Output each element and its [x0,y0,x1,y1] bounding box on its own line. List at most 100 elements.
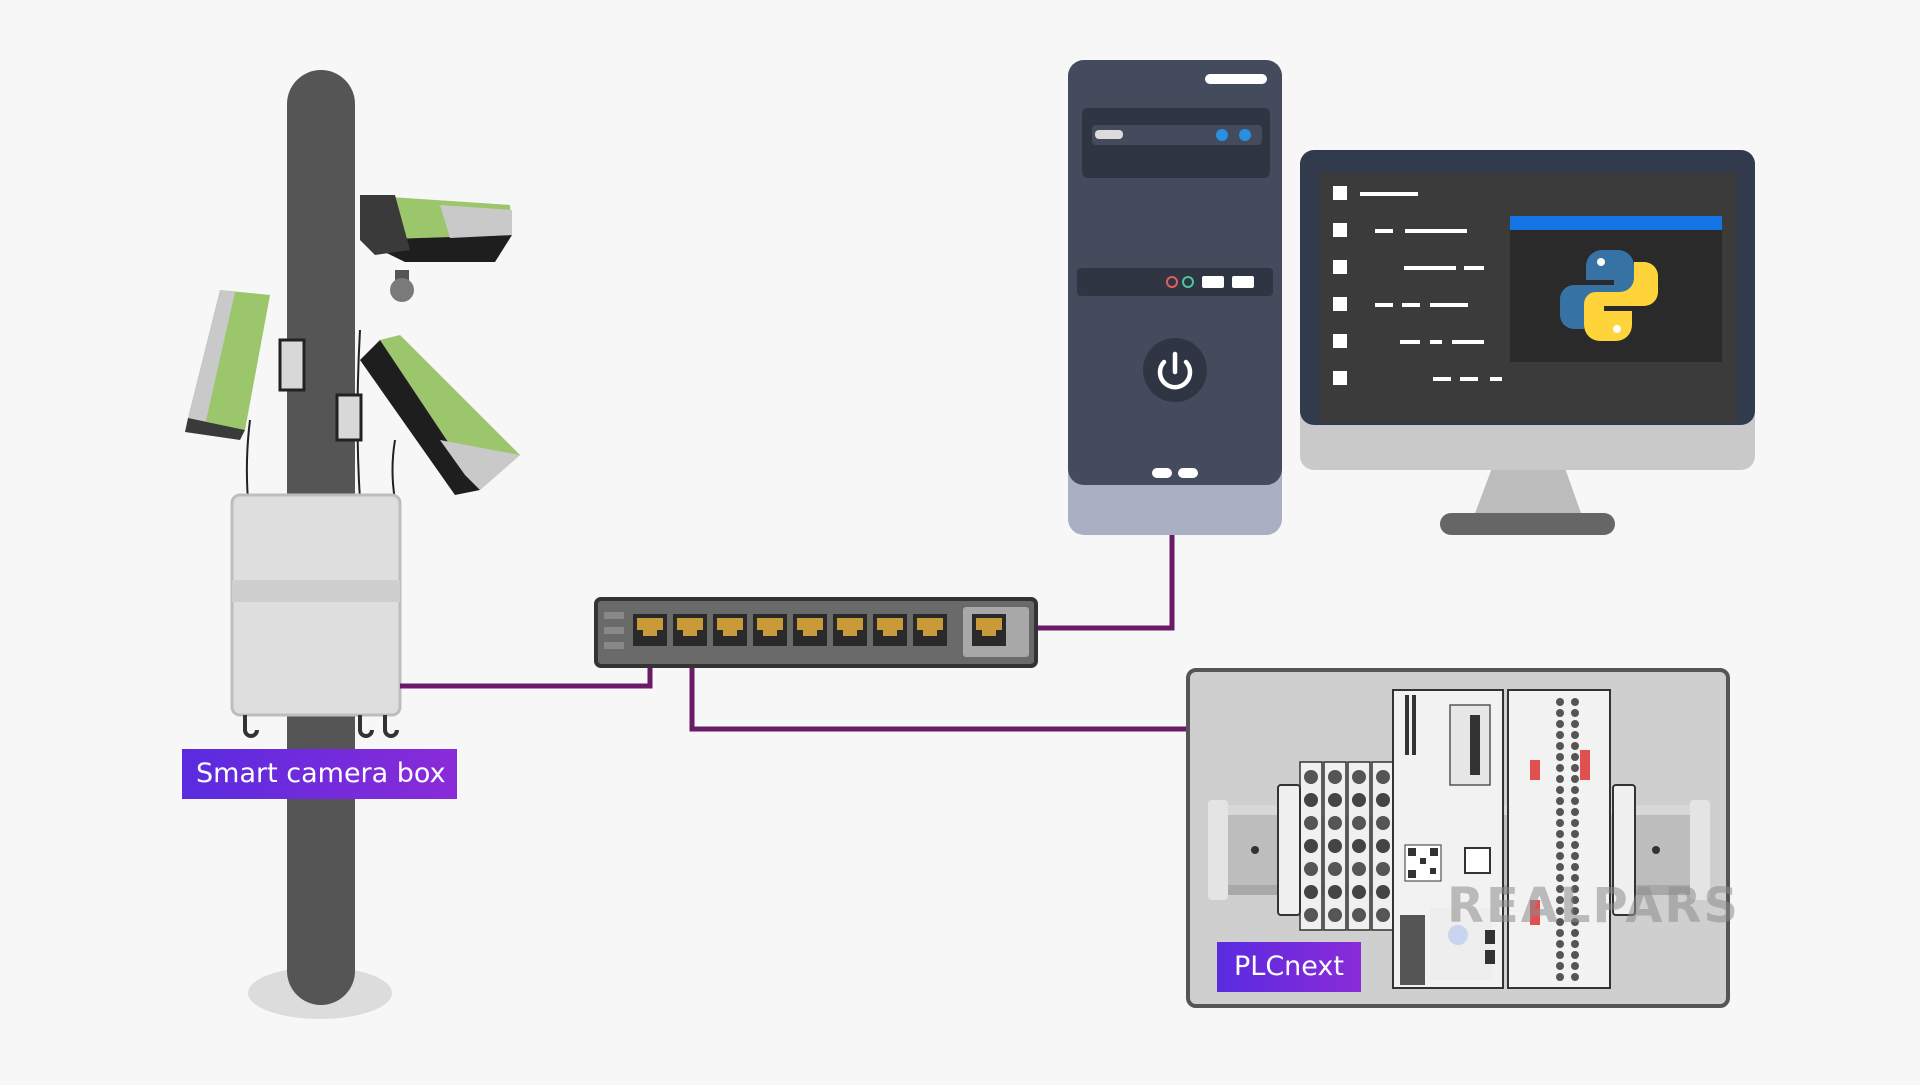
code-line [1400,340,1420,344]
code-line [1433,377,1451,381]
io-led [1571,731,1579,739]
code-line-marker [1333,186,1347,200]
code-line-marker [1333,371,1347,385]
io-led [1556,830,1564,838]
code-line [1430,303,1468,307]
code-editor-lines [1333,186,1502,385]
plcnext-label: PLCnext [1234,951,1344,982]
switch-port[interactable] [753,614,787,646]
io-led [1556,940,1564,948]
io-led [1571,962,1579,970]
io-led [1571,918,1579,926]
switch-port[interactable] [833,614,867,646]
io-led [1571,830,1579,838]
io-led [1571,753,1579,761]
io-led [1556,797,1564,805]
io-led [1571,973,1579,981]
io-led [1571,709,1579,717]
plc-label-bg [1217,942,1361,992]
monitor [1300,150,1755,535]
code-line-marker [1333,297,1347,311]
io-led [1571,951,1579,959]
code-line [1464,266,1484,270]
io-led [1571,929,1579,937]
io-led [1556,929,1564,937]
camera-label-bg [182,749,457,799]
code-line-marker [1333,223,1347,237]
io-led [1556,962,1564,970]
io-led [1571,940,1579,948]
terminal-block [1323,761,1347,931]
io-led [1556,775,1564,783]
code-line [1360,192,1418,196]
io-led [1556,973,1564,981]
code-line [1375,229,1393,233]
security-camera-right [335,335,520,495]
switch-port[interactable] [913,614,947,646]
smart-camera-box-label: Smart camera box [196,758,446,789]
code-line [1402,303,1420,307]
realpars-watermark: REALPARS [1447,878,1740,934]
terminal-block [1347,761,1371,931]
io-led [1571,808,1579,816]
io-led [1571,863,1579,871]
switch-port[interactable] [873,614,907,646]
io-led [1556,720,1564,728]
code-line [1405,229,1467,233]
code-line [1460,377,1478,381]
io-led [1571,841,1579,849]
terminal-block [1371,761,1395,931]
io-led [1556,951,1564,959]
io-led [1556,896,1564,904]
code-line-marker [1333,334,1347,348]
code-line [1452,340,1484,344]
switch-port[interactable] [793,614,827,646]
smart-camera-enclosure [230,493,402,738]
io-led [1556,709,1564,717]
io-led [1571,885,1579,893]
io-led [1571,742,1579,750]
terminal-block [1299,761,1323,931]
io-led [1556,753,1564,761]
pc-tower [1068,60,1282,535]
io-led [1556,742,1564,750]
io-led [1571,775,1579,783]
switch-port[interactable] [633,614,667,646]
switch-port[interactable] [673,614,707,646]
io-led [1571,797,1579,805]
io-led [1571,819,1579,827]
code-line [1490,377,1502,381]
code-line [1375,303,1393,307]
io-led [1556,918,1564,926]
io-led [1556,819,1564,827]
io-led [1556,885,1564,893]
code-line [1404,266,1456,270]
io-led [1571,874,1579,882]
io-led [1571,698,1579,706]
security-camera-left [185,290,306,440]
security-camera-top [360,195,512,302]
io-led [1556,808,1564,816]
switch-port[interactable] [713,614,747,646]
python-logo [1560,250,1658,341]
code-line [1430,340,1442,344]
network-switch [594,597,1038,668]
code-line-marker [1333,260,1347,274]
io-led [1556,852,1564,860]
io-led [1571,720,1579,728]
io-led [1571,764,1579,772]
io-led [1556,907,1564,915]
switch-port[interactable] [972,614,1006,646]
io-led [1556,841,1564,849]
io-led [1556,764,1564,772]
io-led [1556,863,1564,871]
power-icon[interactable] [1157,351,1193,390]
io-led [1571,786,1579,794]
io-led [1556,786,1564,794]
io-led [1571,907,1579,915]
io-led [1571,896,1579,904]
io-led [1556,874,1564,882]
io-led [1571,852,1579,860]
io-led [1556,731,1564,739]
